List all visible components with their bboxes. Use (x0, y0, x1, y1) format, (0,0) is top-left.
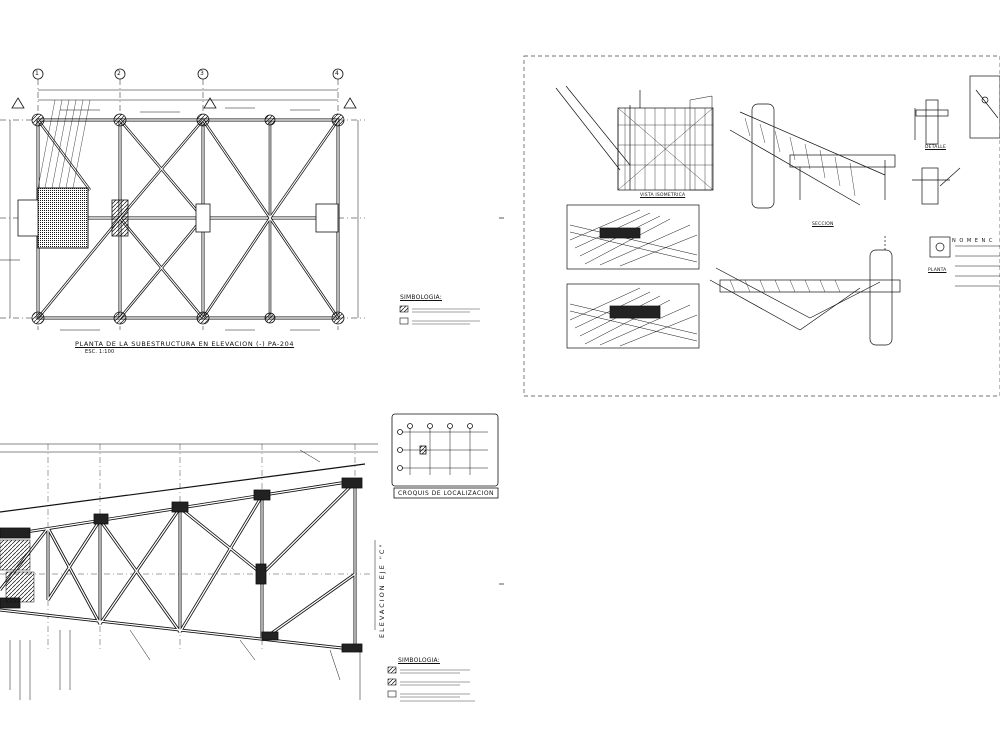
connection-details (912, 75, 1000, 258)
nomenclature-heading: N O M E N C (952, 238, 994, 244)
plan-legend (399, 305, 480, 325)
elevation-legend-heading: SIMBOLOGIA: (398, 657, 440, 664)
lower-truss-detail (709, 236, 901, 346)
inclined-truss-detail (729, 103, 896, 209)
perspective-label: VISTA ISOMETRICA (640, 193, 686, 198)
section-label: SECCION (812, 222, 834, 227)
plan-scale: ESC. 1:100 (85, 349, 115, 355)
plan-axis-label-4: 4 (335, 70, 340, 77)
plan-axis-label-3: 3 (200, 70, 205, 77)
plan-detail-label: PLANTA (928, 268, 947, 273)
plan-legend-heading: SIMBOLOGIA: (400, 294, 442, 301)
plan-title: PLANTA DE LA SUBESTRUCTURA EN ELEVACION … (75, 340, 295, 348)
croquis-title: CROQUIS DE LOCALIZACION (398, 490, 495, 497)
elevation-legend (387, 666, 475, 702)
elevation-view (0, 443, 378, 700)
render-panel-2 (566, 283, 700, 349)
plan-view (0, 68, 365, 331)
render-panel-1 (566, 204, 700, 270)
detail-label: DETALLE (925, 145, 947, 150)
details-sheet (499, 55, 1000, 585)
plan-axis-label-2: 2 (117, 70, 122, 77)
nomenclature-table (955, 245, 1000, 287)
perspective-structure (555, 85, 714, 191)
plan-axis-label-1: 1 (35, 70, 40, 77)
elevation-title: ELEVACION EJE "C" (378, 542, 386, 638)
croquis-box (391, 413, 499, 499)
